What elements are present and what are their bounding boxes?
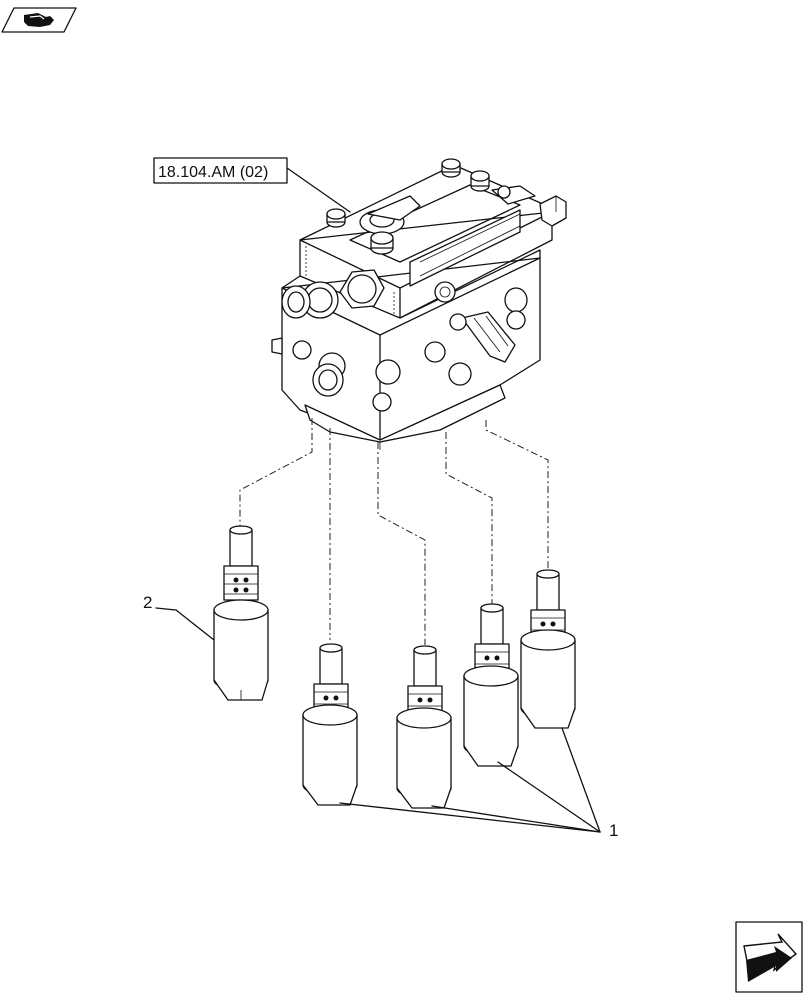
reference-leader — [286, 167, 351, 213]
solenoid-valve-1a — [302, 643, 358, 806]
callout-2-leader — [155, 607, 177, 611]
callout-1-leaders — [339, 727, 601, 833]
valve-block — [271, 158, 567, 450]
next-page-arrow-icon[interactable] — [735, 921, 803, 993]
solenoid-valve-2 — [213, 525, 269, 701]
solenoid-valve-1d — [520, 569, 576, 729]
callout-2[interactable]: 2 — [143, 593, 152, 612]
connection-lines — [239, 418, 549, 645]
book-icon[interactable] — [1, 7, 77, 33]
reference-label[interactable]: 18.104.AM (02) — [153, 157, 288, 184]
solenoid-valve-1c — [463, 603, 519, 767]
solenoid-valve-1b — [396, 645, 452, 809]
reference-label-text: 18.104.AM (02) — [158, 164, 268, 181]
callout-1[interactable]: 1 — [609, 821, 618, 840]
